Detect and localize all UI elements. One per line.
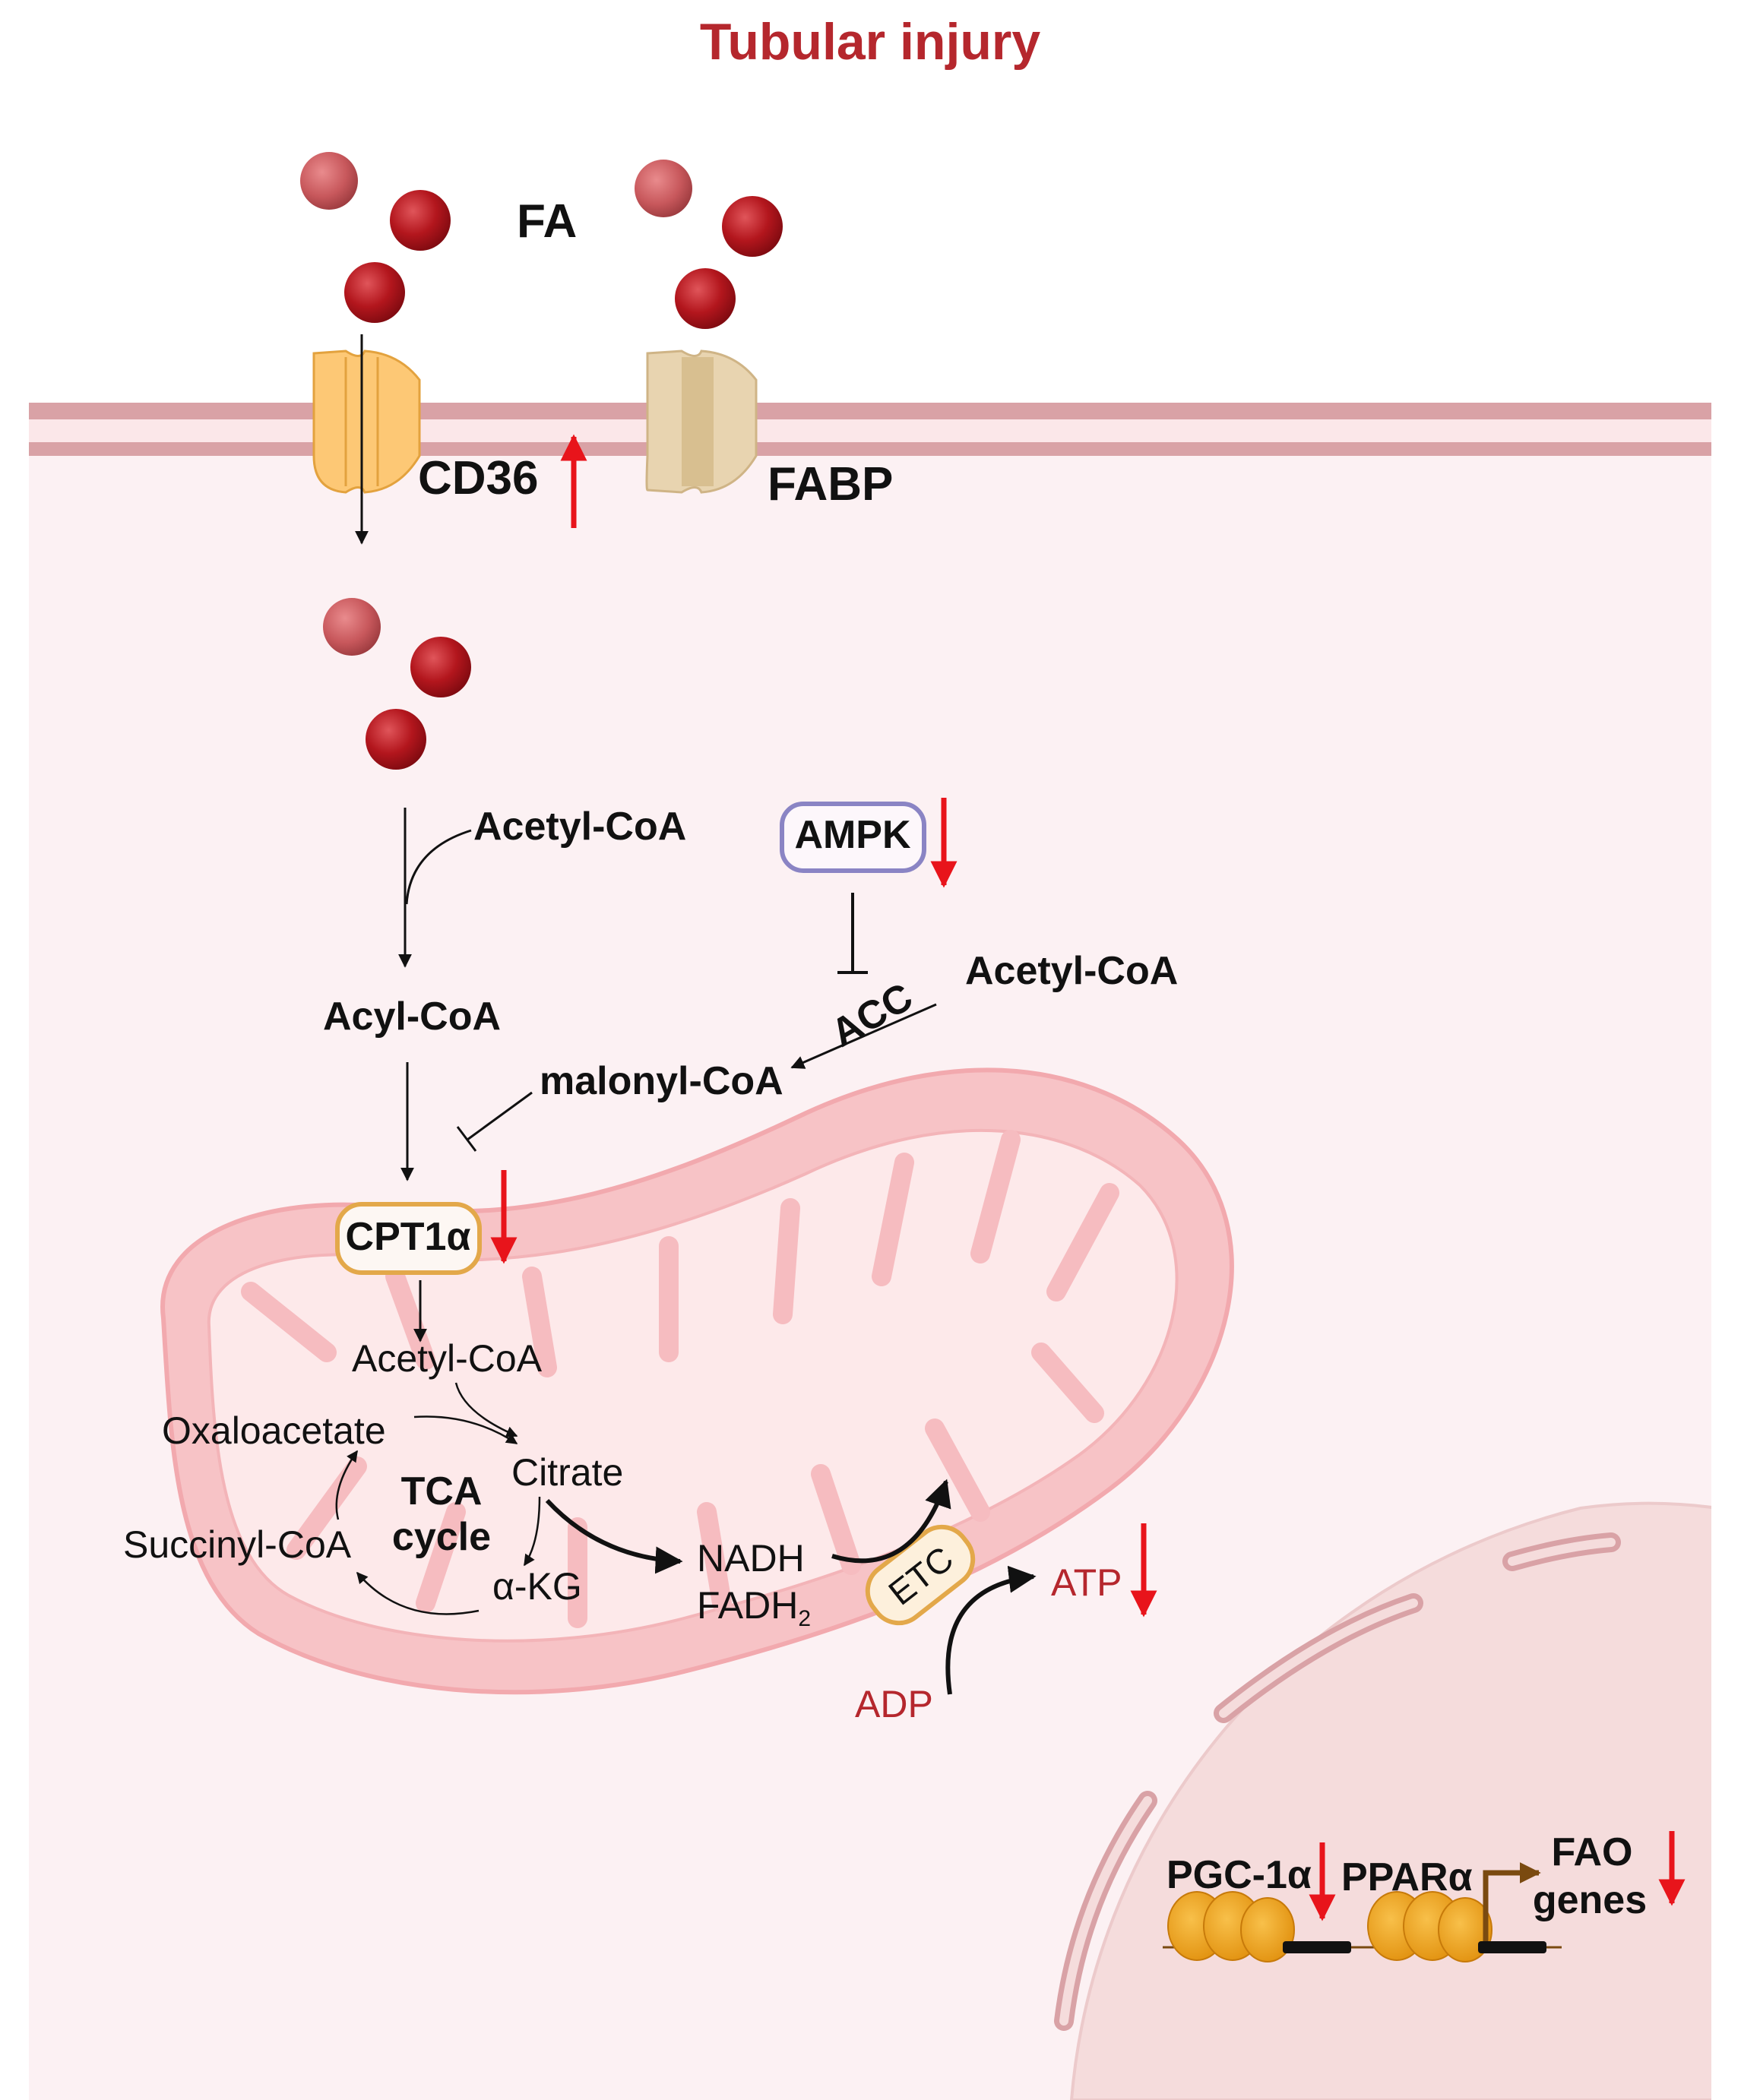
citrate-label: Citrate bbox=[511, 1451, 623, 1494]
nadh-to-etc bbox=[831, 1479, 951, 1564]
fatty-acid-icon bbox=[300, 152, 358, 210]
succinyl-coa-label: Succinyl-CoA bbox=[123, 1523, 352, 1566]
fatty-acid-icon bbox=[635, 160, 692, 217]
intracellular-fatty-acids bbox=[323, 598, 471, 770]
oxaloacetate-label: Oxaloacetate bbox=[162, 1409, 386, 1452]
fabp-label: FABP bbox=[768, 458, 893, 511]
fatty-acid-icon bbox=[366, 709, 426, 770]
ampk-label: AMPK bbox=[794, 813, 911, 857]
akg-label: α-KG bbox=[492, 1565, 582, 1608]
acc-conversion-arrow bbox=[790, 1003, 937, 1069]
acetyl-coa-label-2: Acetyl-CoA bbox=[965, 949, 1178, 993]
fa-label: FA bbox=[517, 195, 577, 248]
fatty-acid-icon bbox=[722, 196, 783, 257]
extracellular-fatty-acids bbox=[300, 152, 783, 329]
cd36-label: CD36 bbox=[418, 452, 539, 504]
pgc1a-label: PGC-1α bbox=[1166, 1853, 1312, 1897]
gene-segment bbox=[1283, 1941, 1351, 1953]
fatty-acid-icon bbox=[410, 637, 471, 697]
inhibition-bar bbox=[456, 1126, 477, 1152]
malonyl-coa-label: malonyl-CoA bbox=[540, 1059, 783, 1103]
tca-label-line2: cycle bbox=[392, 1515, 491, 1559]
fatty-acid-icon bbox=[675, 268, 736, 329]
cpt1a-box bbox=[335, 1202, 482, 1275]
cpt1a-label: CPT1α bbox=[346, 1215, 471, 1259]
cell-membrane bbox=[29, 403, 1711, 456]
adp-to-atp bbox=[945, 1565, 1037, 1695]
malonyl-inhibits-cpt1a bbox=[467, 1091, 533, 1141]
acetyl-coa-label-1: Acetyl-CoA bbox=[473, 805, 686, 849]
fatty-acid-icon bbox=[344, 262, 405, 323]
atp-label: ATP bbox=[1051, 1561, 1122, 1604]
acyl-coa-label: Acyl-CoA bbox=[323, 995, 501, 1039]
adp-label: ADP bbox=[855, 1683, 933, 1725]
gene-promoter-arrow-icon bbox=[1483, 1862, 1541, 1947]
fatty-acid-icon bbox=[323, 598, 381, 656]
succinyl-to-oxaloacetate bbox=[335, 1450, 359, 1520]
akg-to-succinyl bbox=[356, 1571, 480, 1615]
diagram-title: Tubular injury bbox=[700, 13, 1040, 71]
citrate-to-akg bbox=[523, 1496, 541, 1567]
nadh-label: NADH bbox=[697, 1537, 805, 1580]
citrate-to-nadh bbox=[545, 1498, 683, 1574]
oxaloacetate-to-citrate bbox=[413, 1415, 518, 1445]
fabp-channel-icon bbox=[645, 349, 758, 494]
fadh2-label: FADH2 bbox=[697, 1584, 811, 1631]
fatty-acid-icon bbox=[390, 190, 451, 251]
tca-label-line1: TCA bbox=[401, 1469, 483, 1513]
ampk-box bbox=[780, 802, 926, 873]
fao-genes-label-line2: genes bbox=[1533, 1878, 1647, 1922]
ppara-label: PPARα bbox=[1341, 1855, 1473, 1899]
fao-genes-label-line1: FAO bbox=[1552, 1830, 1633, 1874]
nucleosome-icon bbox=[1367, 1891, 1493, 1962]
acetyl-coa-to-citrate bbox=[454, 1382, 518, 1437]
acetyl-coa-label-3: Acetyl-CoA bbox=[352, 1337, 543, 1380]
gene-segment bbox=[1478, 1941, 1546, 1953]
cd36-channel-icon bbox=[312, 349, 421, 494]
nucleosome-icon bbox=[1167, 1891, 1295, 1962]
acetyl-coa-input-curve bbox=[405, 829, 472, 905]
